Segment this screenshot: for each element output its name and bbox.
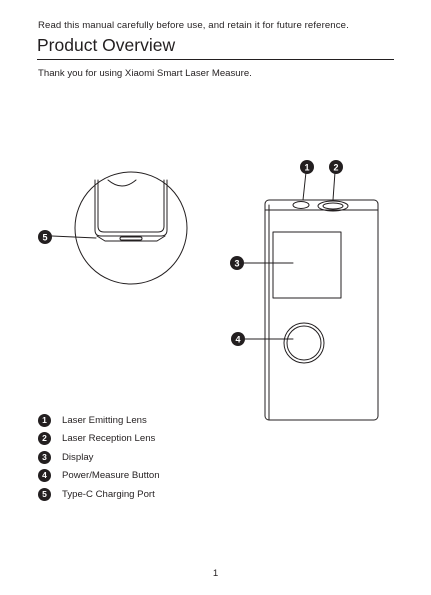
legend-label: Display [62,452,93,463]
device-body [265,200,378,420]
device-power-button-inner [287,326,321,360]
laser-reception-lens [318,201,348,211]
callout-2-number: 2 [333,163,338,173]
legend-label: Laser Emitting Lens [62,415,147,426]
legend-label: Power/Measure Button [62,470,160,481]
detail-device-bottom [95,180,167,241]
callout-5-number: 5 [42,233,47,243]
callout-4-number: 4 [235,335,240,345]
device-display [273,232,341,298]
detail-magnifier-circle [75,172,187,284]
legend-item: 1 Laser Emitting Lens [38,411,160,430]
legend-item: 2 Laser Reception Lens [38,430,160,449]
leader-2 [333,172,335,200]
legend-label: Laser Reception Lens [62,433,155,444]
legend-badge: 2 [38,432,51,445]
component-legend: 1 Laser Emitting Lens 2 Laser Reception … [38,411,160,504]
legend-badge: 4 [38,469,51,482]
legend-item: 3 Display [38,448,160,467]
leader-1 [303,172,306,200]
callout-3-number: 3 [234,259,239,269]
legend-badge: 3 [38,451,51,464]
legend-label: Type-C Charging Port [62,489,155,500]
leader-5 [52,236,96,238]
legend-item: 5 Type-C Charging Port [38,485,160,504]
page-number: 1 [0,568,431,579]
legend-badge: 1 [38,414,51,427]
callout-1-number: 1 [304,163,309,173]
laser-emitting-lens [293,202,309,209]
device-power-button-outer [284,323,324,363]
usb-c-port [120,237,142,240]
legend-item: 4 Power/Measure Button [38,467,160,486]
legend-badge: 5 [38,488,51,501]
